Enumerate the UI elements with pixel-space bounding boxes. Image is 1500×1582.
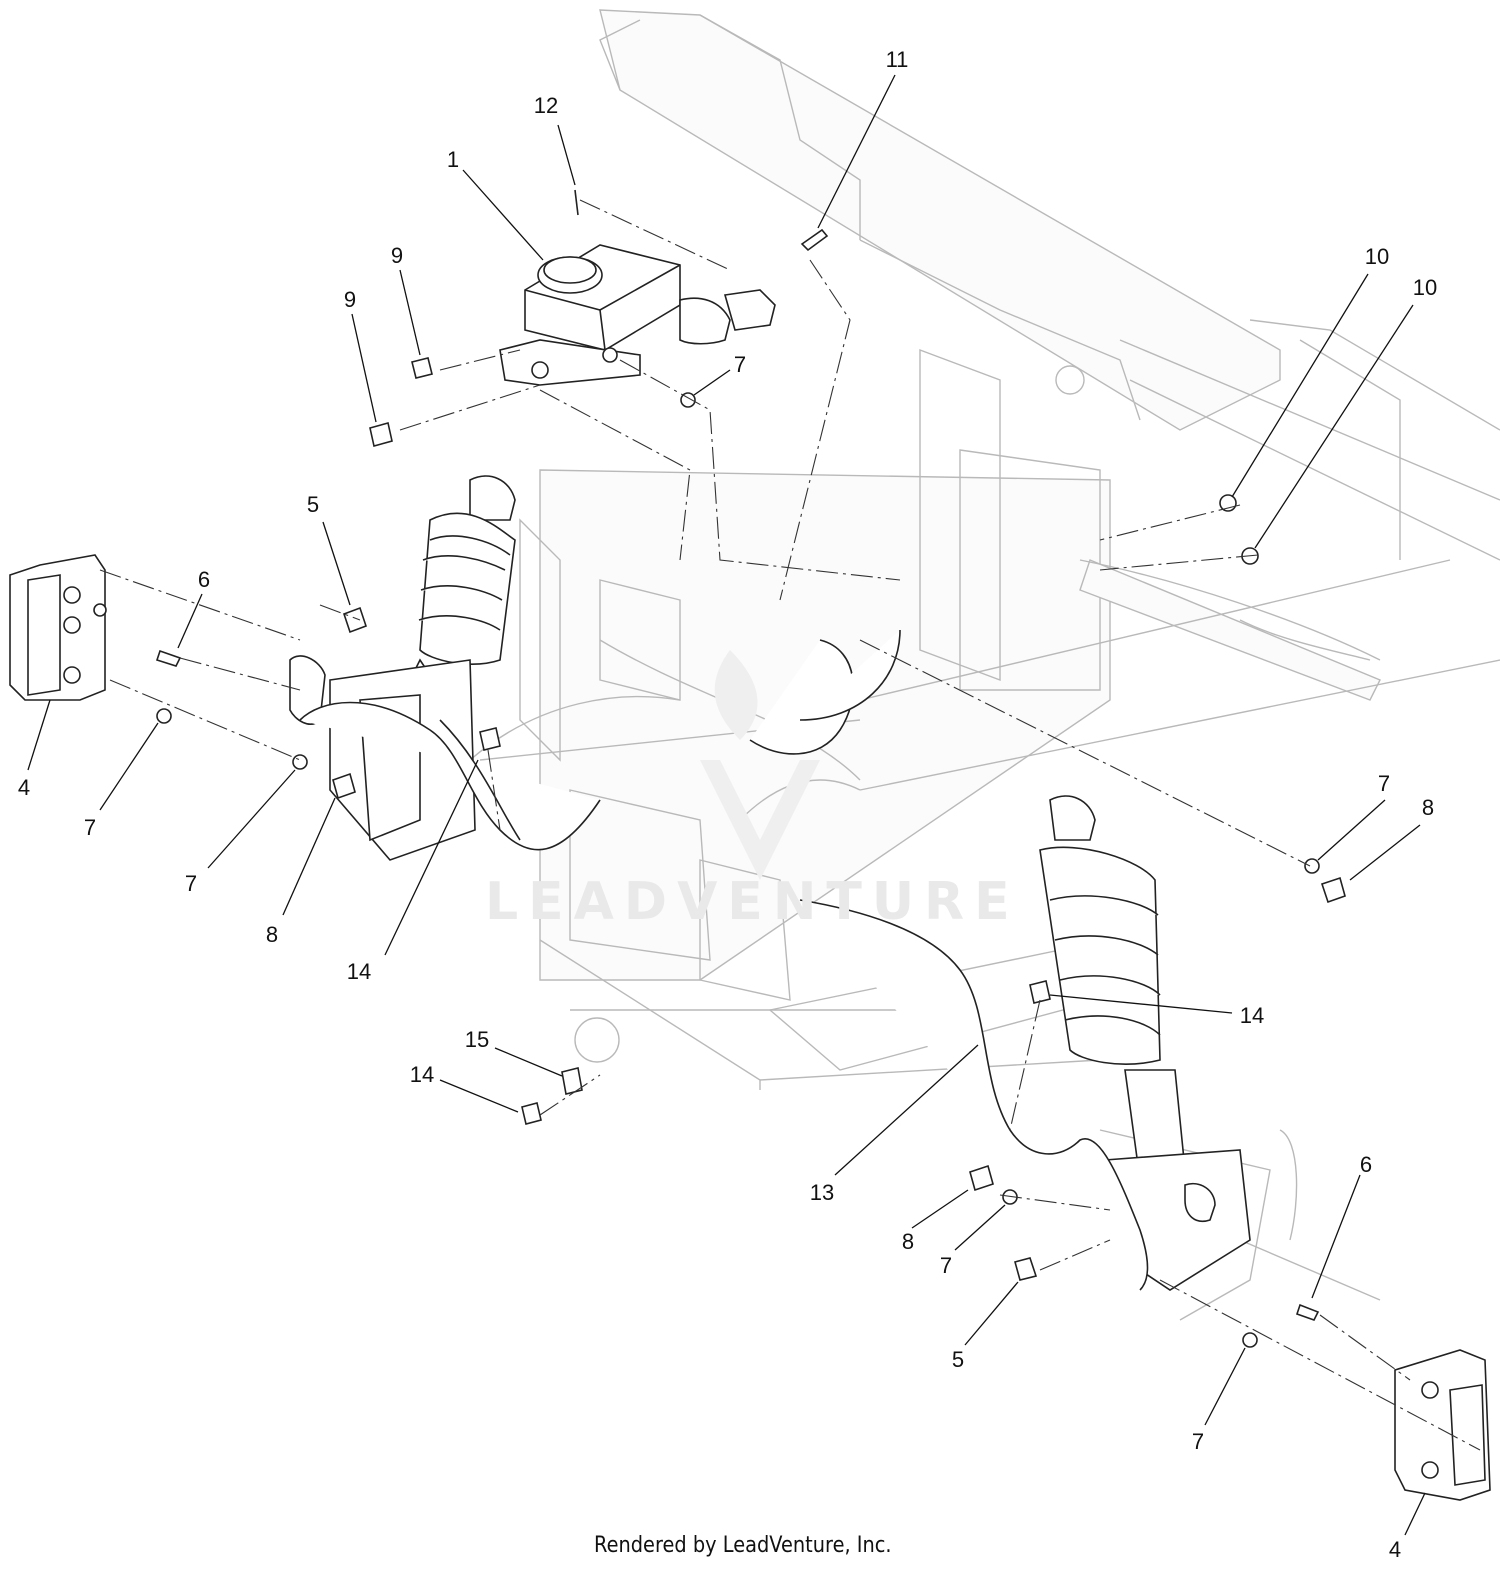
callout-7-master: 7 <box>733 352 747 377</box>
callout-11: 11 <box>885 47 909 72</box>
assembly-lines <box>99 199 1481 1451</box>
callout-13: 13 <box>809 1180 835 1205</box>
master-cylinder <box>499 244 776 386</box>
callout-7-right-caliper: 7 <box>1191 1429 1205 1454</box>
callout-10-lower: 10 <box>1412 275 1438 300</box>
right-brake-caliper <box>1394 1349 1491 1501</box>
callout-14-right: 14 <box>1239 1003 1265 1028</box>
callout-7-left-caliper: 7 <box>83 815 97 840</box>
callout-12: 12 <box>533 93 559 118</box>
hardware <box>155 189 1346 1348</box>
leader-lines <box>27 74 1426 1536</box>
callout-4-left: 4 <box>17 775 31 800</box>
callout-14-clamp: 14 <box>409 1062 435 1087</box>
callout-7-right-rear: 7 <box>1377 771 1391 796</box>
callout-7-left-knuckle: 7 <box>184 871 198 896</box>
callout-7-right: 7 <box>939 1253 953 1278</box>
left-brake-caliper <box>9 554 107 701</box>
callout-8-left: 8 <box>265 922 279 947</box>
callout-5-right: 5 <box>951 1347 965 1372</box>
callout-9-bottom: 9 <box>343 287 357 312</box>
callout-9-top: 9 <box>390 243 404 268</box>
watermark-text: LEADVENTURE <box>485 872 1020 932</box>
render-credit: Rendered by LeadVenture, Inc. <box>594 1533 892 1558</box>
callout-4-right: 4 <box>1388 1537 1402 1562</box>
watermark-logo <box>700 650 820 880</box>
callout-10-upper: 10 <box>1364 244 1390 269</box>
callout-15: 15 <box>464 1027 490 1052</box>
callout-6-left: 6 <box>197 567 211 592</box>
brake-lines <box>299 629 1149 1291</box>
right-shock-absorber <box>1039 795 1251 1291</box>
callout-5-left: 5 <box>306 492 320 517</box>
callout-14-left: 14 <box>346 959 372 984</box>
callout-6-right: 6 <box>1359 1152 1373 1177</box>
callout-8-right-rear: 8 <box>1421 795 1435 820</box>
callout-8-right: 8 <box>901 1229 915 1254</box>
chassis-frame <box>469 9 1500 1321</box>
callout-1: 1 <box>446 147 460 172</box>
